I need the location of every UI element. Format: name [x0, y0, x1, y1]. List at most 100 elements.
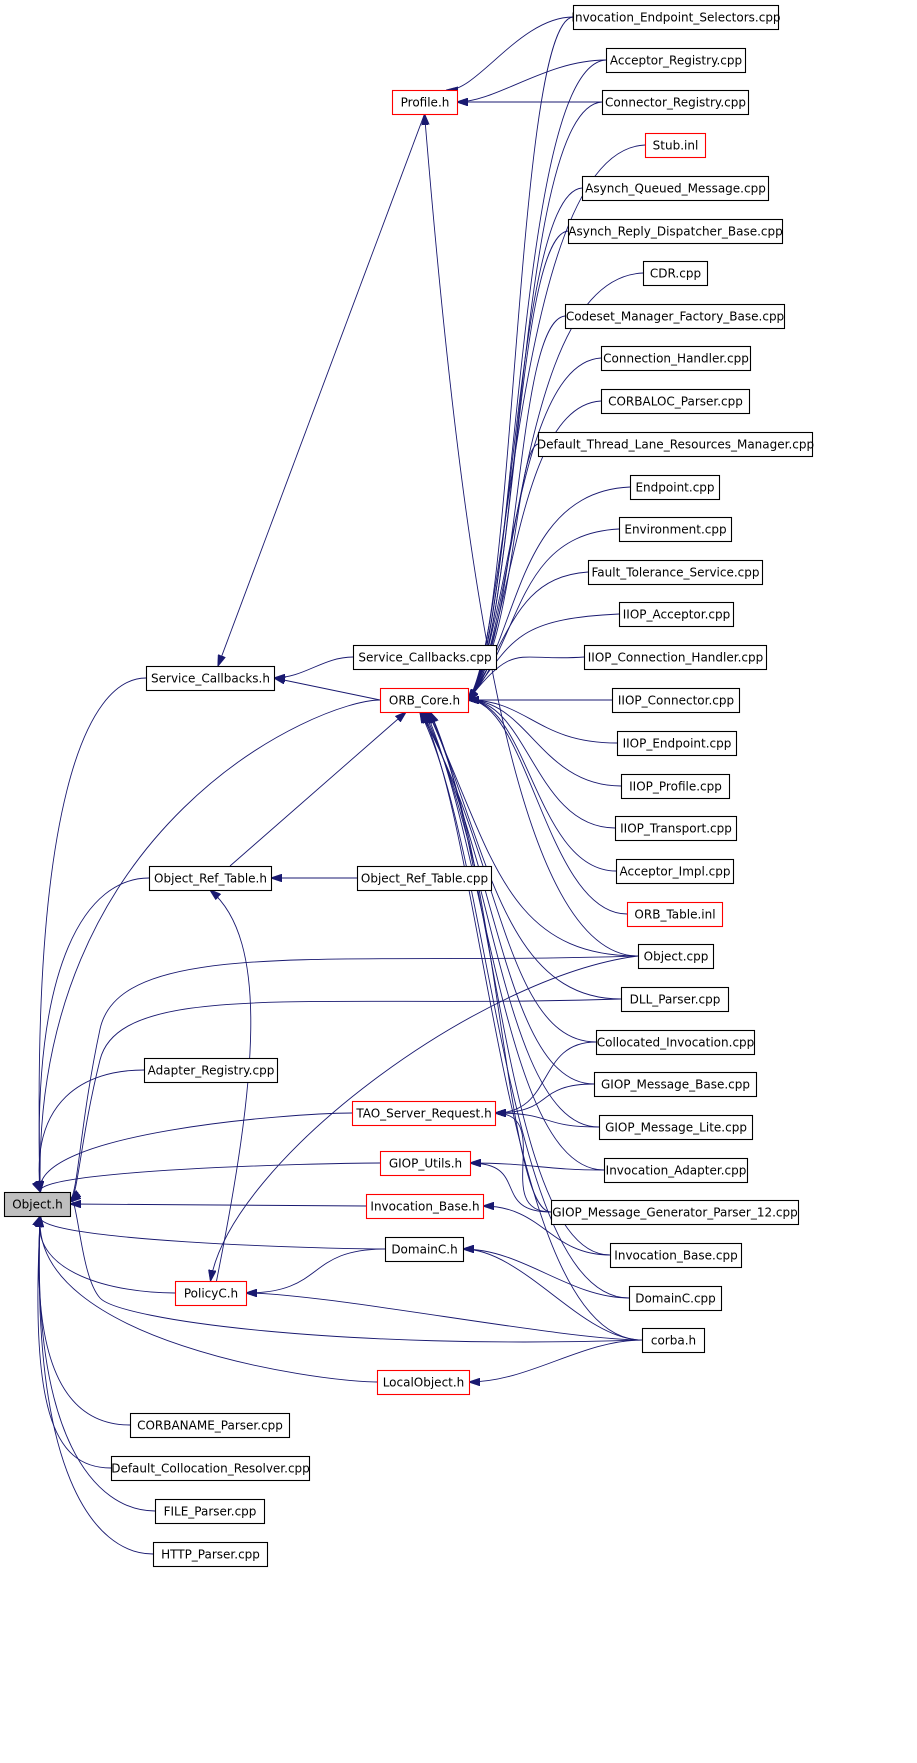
node-acceptor-registry-cpp[interactable]: Acceptor_Registry.cpp — [605, 47, 747, 74]
edge-orb_core_h-to-service_callbacks_h — [274, 678, 381, 701]
node-asynch-reply-dispatcher-base-cpp[interactable]: Asynch_Reply_Dispatcher_Base.cpp — [567, 218, 784, 245]
node-collocated-invocation-cpp[interactable]: Collocated_Invocation.cpp — [595, 1029, 756, 1056]
node-label: PolicyC.h — [184, 1287, 238, 1301]
node-label: Invocation_Adapter.cpp — [606, 1164, 747, 1178]
node-corba-h[interactable]: corba.h — [641, 1327, 706, 1354]
edge-orb_core_h-to-object_h — [40, 699, 381, 1192]
node-asynch-queued-message-cpp[interactable]: Asynch_Queued_Message.cpp — [581, 175, 770, 202]
node-box — [628, 1285, 723, 1312]
node-label: Default_Collocation_Resolver.cpp — [111, 1462, 310, 1476]
node-invocation-endpoint-selectors-cpp[interactable]: Invocation_Endpoint_Selectors.cpp — [571, 4, 781, 31]
node-label: CORBANAME_Parser.cpp — [137, 1419, 283, 1433]
node-domainc-h[interactable]: DomainC.h — [384, 1236, 465, 1263]
node-iiop-profile-cpp[interactable]: IIOP_Profile.cpp — [620, 773, 731, 800]
edge-policyc_h-to-object_ref_table_h — [210, 890, 252, 1282]
node-label: Fault_Tolerance_Service.cpp — [591, 566, 759, 580]
edge-localobject_h-to-object_h — [40, 1216, 378, 1383]
edge-iiop_connection_handler_cpp-to-orb_core_h — [468, 656, 585, 700]
edge-giop_message_base_cpp-to-tao_server_request_h — [495, 1083, 595, 1113]
edge-invocation_adapter_cpp-to-orb_core_h — [426, 712, 605, 1171]
edge-corba_h-to-policyc_h — [246, 1293, 643, 1341]
edge-file_parser_cpp-to-object_h — [39, 1216, 156, 1512]
node-box — [572, 4, 780, 31]
node-policyc-h[interactable]: PolicyC.h — [174, 1280, 248, 1307]
node-iiop-acceptor-cpp[interactable]: IIOP_Acceptor.cpp — [618, 601, 735, 628]
node-dll-parser-cpp[interactable]: DLL_Parser.cpp — [620, 986, 730, 1013]
node-invocation-base-h[interactable]: Invocation_Base.h — [365, 1193, 485, 1220]
node-object-cpp[interactable]: Object.cpp — [637, 943, 715, 970]
node-object-ref-table-h[interactable]: Object_Ref_Table.h — [148, 865, 273, 892]
node-endpoint-cpp[interactable]: Endpoint.cpp — [629, 474, 721, 501]
node-box — [605, 47, 747, 74]
node-environment-cpp[interactable]: Environment.cpp — [618, 516, 733, 543]
node-giop-utils-h[interactable]: GIOP_Utils.h — [379, 1150, 472, 1177]
node-iiop-transport-cpp[interactable]: IIOP_Transport.cpp — [614, 815, 738, 842]
node-object-h[interactable]: Object.h — [3, 1191, 72, 1218]
node-profile-h[interactable]: Profile.h — [391, 89, 459, 116]
node-service-callbacks-cpp[interactable]: Service_Callbacks.cpp — [352, 644, 498, 671]
node-label: ORB_Core.h — [389, 694, 460, 708]
node-giop-message-lite-cpp[interactable]: GIOP_Message_Lite.cpp — [598, 1114, 754, 1141]
node-domainc-cpp[interactable]: DomainC.cpp — [628, 1285, 723, 1312]
node-box — [391, 89, 459, 116]
node-giop-message-base-cpp[interactable]: GIOP_Message_Base.cpp — [593, 1071, 758, 1098]
node-box — [356, 865, 493, 892]
node-orb-core-h[interactable]: ORB_Core.h — [379, 687, 470, 714]
node-localobject-h[interactable]: LocalObject.h — [376, 1369, 471, 1396]
node-box — [618, 516, 733, 543]
node-stub-inl[interactable]: Stub.inl — [644, 132, 707, 159]
node-service-callbacks-h[interactable]: Service_Callbacks.h — [145, 665, 276, 692]
edge-connector_registry_cpp-to-orb_core_h — [468, 101, 603, 700]
node-fault-tolerance-service-cpp[interactable]: Fault_Tolerance_Service.cpp — [587, 559, 764, 586]
node-orb-table-inl[interactable]: ORB_Table.inl — [626, 901, 724, 928]
node-acceptor-impl-cpp[interactable]: Acceptor_Impl.cpp — [615, 858, 735, 885]
edge-default_collocation_resolver_cpp-to-object_h — [38, 1216, 112, 1469]
node-label: Adapter_Registry.cpp — [148, 1064, 275, 1078]
node-invocation-base-cpp[interactable]: Invocation_Base.cpp — [609, 1242, 743, 1269]
edge-profile_h-to-service_callbacks_h — [218, 113, 425, 666]
node-box — [351, 1100, 497, 1127]
node-box — [376, 1369, 471, 1396]
node-cdr-cpp[interactable]: CDR.cpp — [642, 260, 709, 287]
node-tao-server-request-h[interactable]: TAO_Server_Request.h — [351, 1100, 497, 1127]
node-iiop-endpoint-cpp[interactable]: IIOP_Endpoint.cpp — [616, 730, 738, 757]
node-box — [609, 1242, 743, 1269]
node-label: DomainC.h — [391, 1243, 457, 1257]
node-label: GIOP_Utils.h — [389, 1157, 462, 1171]
edge-adapter_registry_cpp-to-object_h — [39, 1069, 145, 1192]
node-default-collocation-resolver-cpp[interactable]: Default_Collocation_Resolver.cpp — [110, 1455, 311, 1482]
node-iiop-connector-cpp[interactable]: IIOP_Connector.cpp — [611, 687, 741, 714]
node-label: DomainC.cpp — [635, 1292, 716, 1306]
node-giop-message-generator-parser-12-cpp[interactable]: GIOP_Message_Generator_Parser_12.cpp — [550, 1199, 800, 1226]
node-adapter-registry-cpp[interactable]: Adapter_Registry.cpp — [143, 1057, 279, 1084]
node-connection-handler-cpp[interactable]: Connection_Handler.cpp — [600, 345, 752, 372]
edge-giop_message_generator_parser_12_cpp-to-giop_utils_h — [470, 1163, 552, 1213]
node-label: CORBALOC_Parser.cpp — [608, 395, 743, 409]
node-connector-registry-cpp[interactable]: Connector_Registry.cpp — [601, 89, 750, 116]
node-box — [143, 1057, 279, 1084]
edge-object_cpp-to-orb_core_h — [428, 712, 639, 957]
node-codeset-manager-factory-base-cpp[interactable]: Codeset_Manager_Factory_Base.cpp — [564, 303, 786, 330]
edge-dll_parser_cpp-to-orb_core_h — [430, 712, 622, 1000]
node-label: Service_Callbacks.h — [151, 672, 270, 686]
node-object-ref-table-cpp[interactable]: Object_Ref_Table.cpp — [356, 865, 493, 892]
node-http-parser-cpp[interactable]: HTTP_Parser.cpp — [152, 1541, 269, 1568]
edge-layer — [38, 16, 646, 1555]
node-corbaloc-parser-cpp[interactable]: CORBALOC_Parser.cpp — [600, 388, 751, 415]
node-invocation-adapter-cpp[interactable]: Invocation_Adapter.cpp — [603, 1157, 749, 1184]
node-label: Connector_Registry.cpp — [605, 96, 746, 110]
node-label: IIOP_Transport.cpp — [620, 822, 732, 836]
node-box — [600, 388, 751, 415]
node-file-parser-cpp[interactable]: FILE_Parser.cpp — [154, 1498, 266, 1525]
edge-corba_h-to-localobject_h — [469, 1339, 643, 1382]
node-label: HTTP_Parser.cpp — [161, 1548, 260, 1562]
edge-orb_table_inl-to-orb_core_h — [468, 700, 628, 915]
node-default-thread-lane-resources-manager-cpp[interactable]: Default_Thread_Lane_Resources_Manager.cp… — [537, 431, 814, 458]
node-label: Service_Callbacks.cpp — [358, 651, 491, 665]
node-iiop-connection-handler-cpp[interactable]: IIOP_Connection_Handler.cpp — [583, 644, 768, 671]
node-box — [611, 687, 741, 714]
node-corbaname-parser-cpp[interactable]: CORBANAME_Parser.cpp — [129, 1412, 291, 1439]
node-box — [379, 1150, 472, 1177]
node-label: Acceptor_Impl.cpp — [620, 865, 731, 879]
edge-invocation_endpoint_selectors_cpp-to-profile_h — [447, 16, 574, 90]
